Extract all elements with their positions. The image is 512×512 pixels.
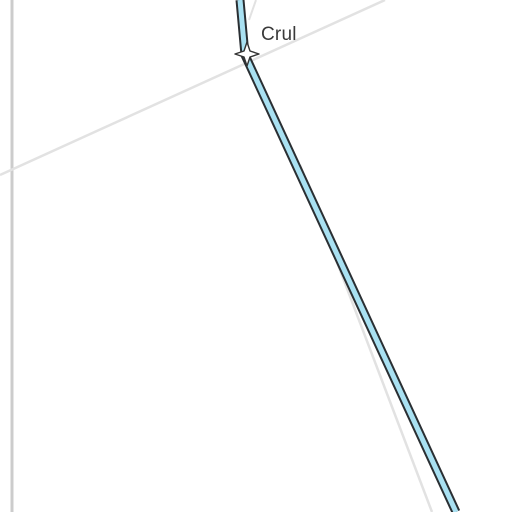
road-diagonal-upper — [0, 0, 386, 177]
place-label-crul[interactable]: Crul — [261, 24, 297, 45]
route-line-casing — [235, 0, 461, 512]
star-marker-icon[interactable] — [234, 41, 260, 67]
road-spur — [248, 0, 257, 21]
